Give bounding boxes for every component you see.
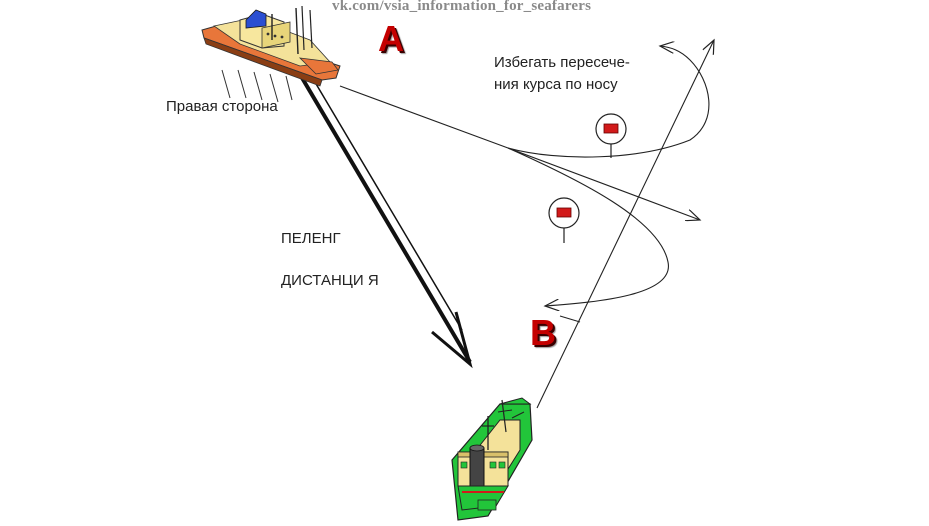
bearing-label: ПЕЛЕНГ — [281, 230, 341, 247]
avoid-crossing-note: Избегать пересече- ния курса по носу — [494, 52, 630, 96]
avoid-note-line-2: ния курса по носу — [494, 76, 618, 93]
bearing-distance-arrow — [280, 39, 473, 369]
starboard-label: Правая сторона — [166, 98, 278, 115]
ship-b-letter: B — [530, 312, 556, 353]
ship-a-letter: A — [378, 18, 404, 59]
ship-b — [451, 397, 533, 521]
distance-label: ДИСТАНЦИ Я — [281, 272, 379, 289]
buoy-lower — [548, 197, 580, 243]
avoid-note-line-1: Избегать пересече- — [494, 54, 630, 71]
ship-b-course-line — [536, 40, 714, 409]
arrow-extra-lower — [559, 315, 581, 323]
watermark: vk.com/vsia_information_for_seafarers — [332, 0, 592, 14]
buoy-upper — [595, 113, 627, 158]
ship-a — [201, 5, 341, 87]
avoid-maneuver-upper — [507, 46, 710, 158]
starboard-hatching — [221, 69, 293, 103]
avoid-maneuver-lower — [507, 147, 669, 306]
